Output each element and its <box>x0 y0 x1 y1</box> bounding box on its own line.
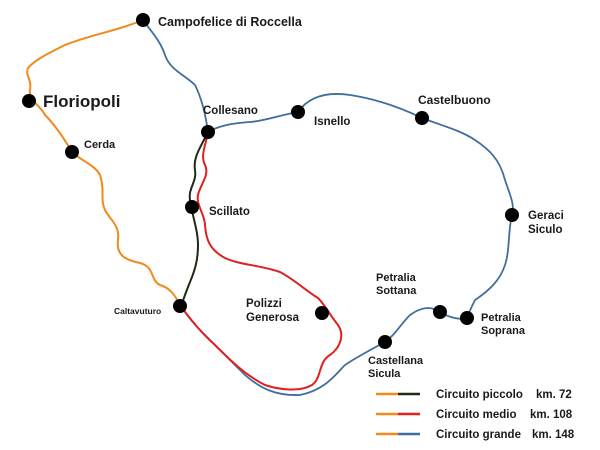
legend-label-grande: Circuito grande <box>436 429 521 441</box>
town-dot-geraci <box>505 208 519 222</box>
town-dot-petralia-sottana <box>433 305 447 319</box>
town-label-castellana: Castellana Sicula <box>368 355 426 380</box>
town-dot-caltavuturo <box>173 299 187 313</box>
route-dark <box>180 135 207 308</box>
town-dot-polizzi <box>315 306 329 320</box>
town-label-campofelice: Campofelice di Roccella <box>158 15 303 29</box>
town-label-petralia-sottana: Petralia Sottana <box>376 272 419 297</box>
town-label-caltavuturo: Caltavuturo <box>114 306 161 316</box>
town-dot-scillato <box>185 200 199 214</box>
town-dot-isnello <box>291 105 305 119</box>
route-blue-north <box>142 19 209 133</box>
town-dot-castellana <box>378 335 392 349</box>
legend-label-medio: Circuito medio <box>436 409 517 421</box>
legend-distance-grande: km. 148 <box>532 429 575 441</box>
town-dot-floriopoli <box>22 94 36 108</box>
town-dots <box>22 13 519 349</box>
town-label-geraci: Geraci Siculo <box>528 210 567 236</box>
town-dot-cerda <box>65 145 79 159</box>
town-label-floriopoli: Floriopoli <box>43 92 120 111</box>
town-label-petralia-soprana: Petralia Soprana <box>481 312 526 337</box>
town-label-castelbuono: Castelbuono <box>418 93 491 107</box>
legend-distance-piccolo: km. 72 <box>536 389 572 401</box>
legend-item-piccolo: Circuito piccolo km. 72 <box>376 389 572 401</box>
town-dot-collesano <box>201 125 215 139</box>
town-label-collesano: Collesano <box>203 105 258 117</box>
town-label-isnello: Isnello <box>314 116 350 128</box>
route-orange <box>26 19 181 306</box>
town-labels: Campofelice di Roccella Floriopoli Cerda… <box>43 15 567 380</box>
legend-item-medio: Circuito medio km. 108 <box>376 409 573 421</box>
legend-distance-medio: km. 108 <box>530 409 573 421</box>
town-dot-castelbuono <box>415 111 429 125</box>
town-label-cerda: Cerda <box>84 139 116 151</box>
legend-item-grande: Circuito grande km. 148 <box>376 429 575 441</box>
legend-label-piccolo: Circuito piccolo <box>436 389 523 401</box>
legend: Circuito piccolo km. 72 Circuito medio k… <box>376 389 575 441</box>
town-dot-campofelice <box>136 13 150 27</box>
route-red <box>181 131 343 391</box>
town-label-scillato: Scillato <box>209 206 250 218</box>
town-label-polizzi: Polizzi Generosa <box>246 298 300 324</box>
town-dot-petralia-soprana <box>460 311 474 325</box>
